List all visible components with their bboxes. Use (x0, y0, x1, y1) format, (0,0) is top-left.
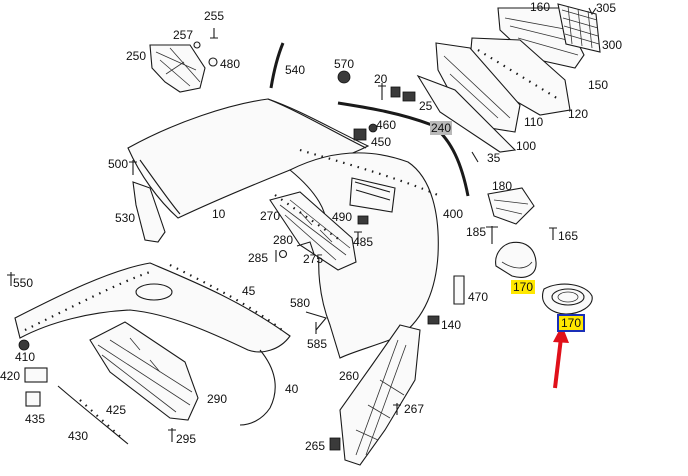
label-part-165: 165 (558, 229, 579, 243)
part-small-fasteners-mid (275, 215, 369, 262)
label-part-140: 140 (441, 318, 462, 332)
part-270-absorber (269, 191, 357, 271)
label-part-425: 425 (106, 403, 127, 417)
label-part-20: 20 (374, 72, 388, 86)
part-180-bracket (487, 187, 535, 225)
label-part-530: 530 (115, 211, 136, 225)
part-267-265-fasteners (329, 403, 401, 451)
part-185-165-screws (486, 226, 557, 244)
label-part-400: 400 (443, 207, 464, 221)
label-part-100: 100 (516, 139, 537, 153)
part-470-panel (453, 275, 465, 305)
label-part-290: 290 (207, 392, 228, 406)
label-part-185: 185 (466, 225, 487, 239)
part-170-trim-upper (495, 241, 537, 278)
part-260-side-bracket (339, 324, 421, 466)
part-430-425-wiring (57, 385, 129, 445)
label-part-25: 25 (419, 99, 433, 113)
label-part-450: 450 (371, 135, 392, 149)
label-part-480: 480 (220, 57, 241, 71)
label-part-550: 550 (13, 276, 34, 290)
part-110-100-bracket (416, 42, 521, 153)
part-250-bracket (149, 28, 218, 93)
part-35-clip (471, 151, 479, 163)
label-part-305: 305 (596, 1, 617, 15)
label-part-540: 540 (285, 63, 306, 77)
part-460-450-clips (353, 123, 378, 141)
part-540-strip (269, 42, 285, 89)
label-part-180: 180 (492, 179, 513, 193)
part-290-absorber (89, 321, 199, 421)
label-part-585: 585 (307, 337, 328, 351)
label-part-110: 110 (524, 115, 544, 129)
label-part-435: 435 (25, 412, 46, 426)
label-part-267: 267 (404, 402, 425, 416)
label-part-275: 275 (303, 252, 324, 266)
label-part-300: 300 (602, 38, 623, 52)
part-550-strip (7, 272, 15, 286)
label-part-170-upper: 170 (511, 280, 536, 294)
part-570-clip (337, 70, 351, 84)
label-part-260: 260 (339, 369, 360, 383)
label-part-265: 265 (305, 439, 326, 453)
label-part-240: 240 (430, 121, 453, 135)
label-part-420: 420 (0, 369, 21, 383)
label-part-120: 120 (568, 107, 589, 121)
part-40-lower-edge (239, 349, 276, 426)
label-part-257: 257 (173, 28, 194, 42)
label-part-500: 500 (108, 157, 129, 171)
label-part-150: 150 (588, 78, 609, 92)
label-part-35: 35 (487, 151, 501, 165)
part-140-clip (427, 315, 440, 325)
part-580-585-clips (305, 311, 327, 334)
part-530-side-bracket (129, 160, 166, 243)
part-45-lower-shell (14, 262, 291, 353)
part-295-screw (168, 428, 176, 442)
label-part-255: 255 (204, 9, 225, 23)
label-part-160: 160 (530, 0, 551, 14)
red-arrow-icon (553, 325, 569, 389)
label-part-485: 485 (353, 235, 374, 249)
label-part-250: 250 (126, 49, 147, 63)
label-part-295: 295 (176, 432, 197, 446)
label-part-470: 470 (468, 290, 489, 304)
part-170-trim-lower (542, 283, 593, 315)
part-410-420-435-sensors (18, 339, 48, 407)
label-part-410: 410 (15, 350, 36, 364)
label-part-460: 460 (376, 118, 397, 132)
label-part-570: 570 (334, 57, 355, 71)
label-part-10: 10 (212, 207, 226, 221)
label-part-170-lower: 170 (557, 314, 586, 332)
label-part-280: 280 (273, 233, 294, 247)
label-part-285: 285 (248, 251, 269, 265)
label-part-430: 430 (68, 429, 89, 443)
label-part-40: 40 (285, 382, 299, 396)
label-part-490: 490 (332, 210, 353, 224)
part-20-25-hardware (378, 83, 416, 102)
label-part-580: 580 (290, 296, 311, 310)
label-part-270: 270 (260, 209, 281, 223)
label-part-45: 45 (242, 284, 256, 298)
part-300-grille (497, 3, 601, 69)
